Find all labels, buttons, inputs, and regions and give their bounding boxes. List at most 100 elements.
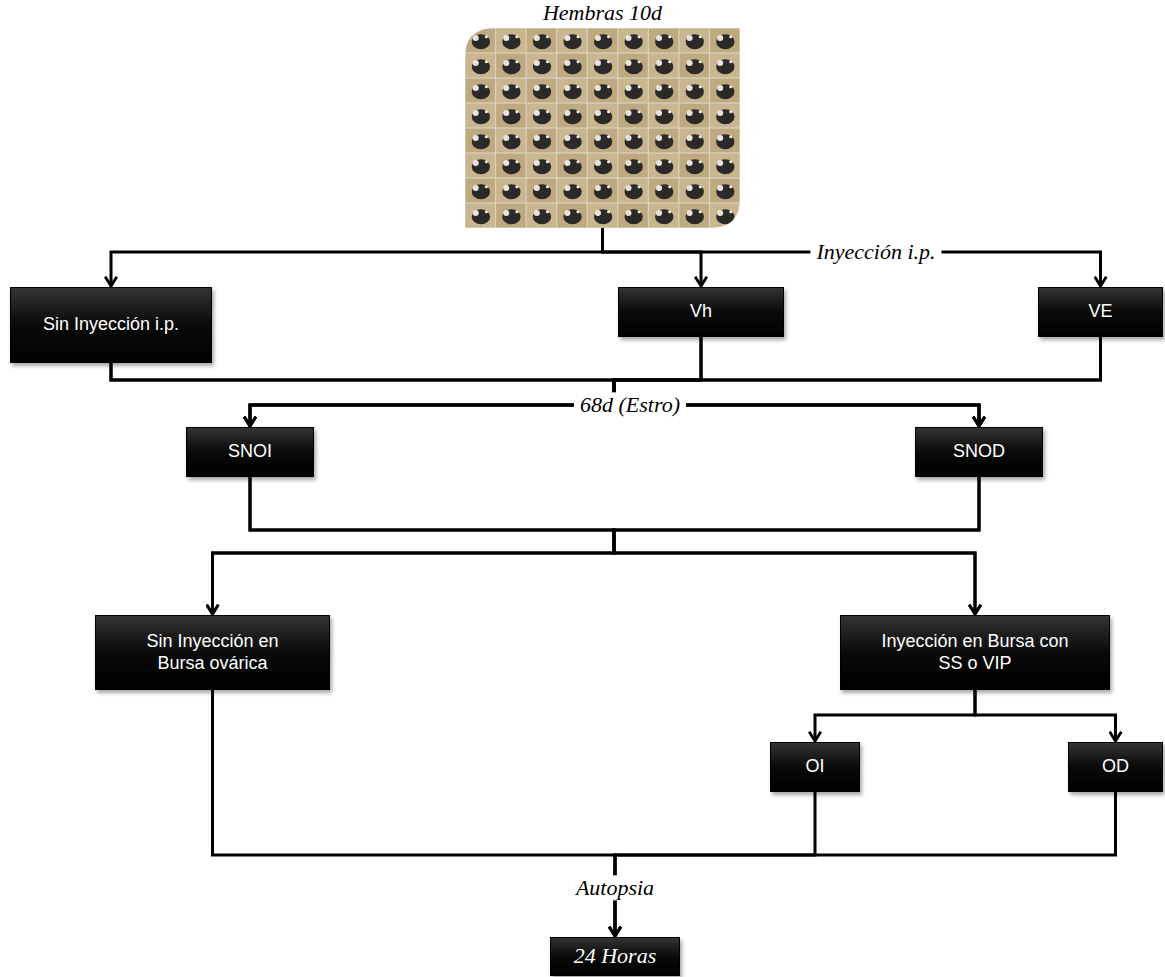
mouse-tile bbox=[649, 154, 678, 178]
flow-connector bbox=[975, 690, 1116, 741]
mouse-spot bbox=[729, 160, 732, 163]
mouse-patch bbox=[717, 185, 723, 191]
process-box: OD bbox=[1068, 742, 1163, 792]
mouse-body bbox=[655, 159, 673, 174]
mouse-patch bbox=[534, 60, 540, 66]
mouse-patch bbox=[687, 210, 693, 216]
mouse-body bbox=[625, 109, 643, 124]
mouse-body bbox=[533, 34, 551, 49]
mouse-patch bbox=[503, 110, 509, 116]
tile-ground bbox=[710, 29, 739, 53]
mouse-body bbox=[472, 184, 490, 199]
mouse-patch bbox=[534, 85, 540, 91]
flow-connector bbox=[614, 337, 1101, 426]
tile-ground bbox=[496, 129, 525, 153]
mouse-spot bbox=[576, 185, 579, 188]
mouse-body bbox=[716, 159, 734, 174]
flow-connector bbox=[111, 363, 979, 426]
mouse-patch bbox=[503, 85, 509, 91]
process-box: OI bbox=[770, 742, 860, 792]
box-label: 24 Horas bbox=[574, 943, 657, 969]
mouse-spot bbox=[699, 85, 702, 88]
mouse-tile bbox=[710, 104, 739, 128]
mouse-body bbox=[563, 59, 581, 74]
process-box: SNOI bbox=[186, 427, 314, 477]
mouse-tile bbox=[557, 129, 586, 153]
mouse-spot bbox=[485, 60, 488, 63]
flow-connector bbox=[213, 690, 616, 936]
mouse-tile bbox=[527, 204, 556, 228]
tile-ground bbox=[496, 104, 525, 128]
mouse-patch bbox=[625, 110, 631, 116]
tile-ground bbox=[588, 179, 617, 203]
mouse-body bbox=[594, 134, 612, 149]
mouse-spot bbox=[607, 160, 610, 163]
mouse-spot bbox=[515, 85, 518, 88]
tile-ground bbox=[679, 104, 708, 128]
process-box: VE bbox=[1038, 287, 1163, 337]
tile-ground bbox=[679, 129, 708, 153]
mouse-patch bbox=[687, 135, 693, 141]
process-box: Sin Inyección en Bursa ovárica bbox=[95, 615, 330, 690]
mouse-spot bbox=[668, 85, 671, 88]
mouse-body bbox=[594, 159, 612, 174]
mouse-tile bbox=[649, 204, 678, 228]
mouse-tile bbox=[679, 79, 708, 103]
mouse-body bbox=[716, 209, 734, 224]
mouse-spot bbox=[699, 185, 702, 188]
tile-ground bbox=[710, 204, 739, 228]
flow-connector bbox=[815, 690, 975, 741]
mouse-body bbox=[533, 134, 551, 149]
tile-ground bbox=[618, 204, 647, 228]
mouse-patch bbox=[564, 60, 570, 66]
mouse-spot bbox=[576, 35, 579, 38]
mouse-tile bbox=[466, 129, 495, 153]
tile-ground bbox=[588, 204, 617, 228]
mouse-tile bbox=[618, 104, 647, 128]
tile-ground bbox=[710, 54, 739, 78]
photo-tiles bbox=[465, 28, 740, 228]
tile-ground bbox=[557, 129, 586, 153]
tile-ground bbox=[557, 154, 586, 178]
box-label: SNOI bbox=[228, 441, 272, 463]
tile-ground bbox=[618, 154, 647, 178]
mouse-tile bbox=[557, 154, 586, 178]
mouse-tile bbox=[466, 29, 495, 53]
mouse-spot bbox=[729, 85, 732, 88]
photo-ground bbox=[465, 28, 740, 228]
mouse-patch bbox=[473, 110, 479, 116]
mouse-tile bbox=[679, 104, 708, 128]
tile-ground bbox=[649, 104, 678, 128]
mouse-patch bbox=[473, 210, 479, 216]
tile-ground bbox=[557, 54, 586, 78]
mouse-patch bbox=[473, 35, 479, 41]
mouse-spot bbox=[638, 185, 641, 188]
mouse-patch bbox=[595, 135, 601, 141]
mouse-body bbox=[655, 184, 673, 199]
tile-ground bbox=[527, 204, 556, 228]
flow-connector bbox=[213, 477, 980, 614]
flow-connector bbox=[615, 792, 815, 936]
mouse-body bbox=[563, 159, 581, 174]
mouse-spot bbox=[607, 60, 610, 63]
mouse-body bbox=[686, 109, 704, 124]
mouse-spot bbox=[638, 160, 641, 163]
mouse-body bbox=[472, 159, 490, 174]
mouse-tile bbox=[679, 179, 708, 203]
mouse-body bbox=[533, 84, 551, 99]
mouse-spot bbox=[546, 60, 549, 63]
mouse-tile bbox=[618, 29, 647, 53]
mouse-patch bbox=[595, 35, 601, 41]
mouse-patch bbox=[564, 135, 570, 141]
tile-ground bbox=[496, 79, 525, 103]
mouse-tile bbox=[588, 104, 617, 128]
mouse-body bbox=[716, 34, 734, 49]
tile-ground bbox=[527, 79, 556, 103]
tile-ground bbox=[527, 154, 556, 178]
tile-ground bbox=[466, 179, 495, 203]
mouse-body bbox=[625, 84, 643, 99]
tile-ground bbox=[588, 79, 617, 103]
box-label: OI bbox=[805, 756, 824, 778]
mouse-tile bbox=[527, 54, 556, 78]
